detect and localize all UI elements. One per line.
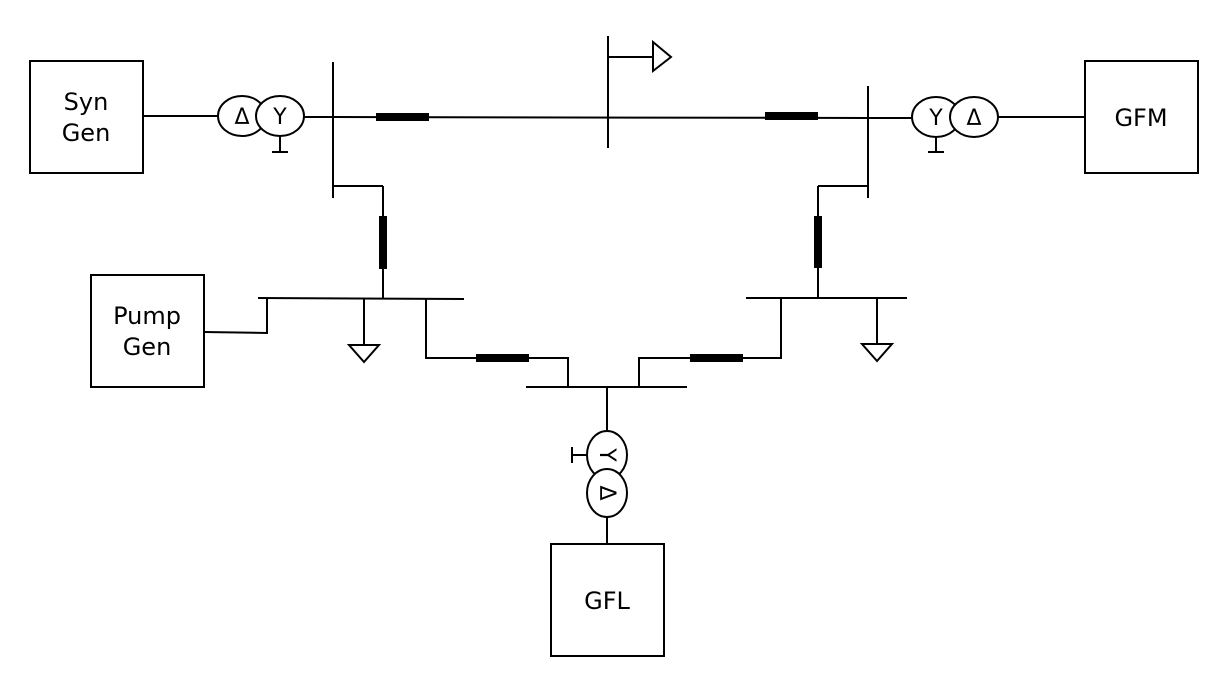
- load-arrow-icon: [346, 344, 382, 364]
- pump-gen-block: Pump Gen: [90, 274, 205, 388]
- pump-gen-label-line1: Pump: [113, 302, 181, 330]
- line-mid-right-to-bottom: [638, 298, 782, 387]
- syn-gen-label-line2: Gen: [62, 119, 111, 147]
- transformer-syn-gen: Δ Y: [217, 95, 305, 153]
- wye-symbol: Y: [928, 106, 943, 131]
- delta-symbol: Δ: [234, 105, 249, 130]
- gfl-label: GFL: [584, 587, 630, 615]
- gfl-block: GFL: [550, 543, 665, 657]
- delta-symbol: Δ: [594, 485, 619, 500]
- wye-symbol: Y: [272, 105, 287, 130]
- wye-symbol: Y: [594, 447, 619, 462]
- bus-mid-left: [257, 297, 465, 300]
- pump-gen-label-line2: Gen: [123, 333, 172, 361]
- transformer-gfl: Y Δ: [571, 430, 628, 518]
- pump-gen-feeder: [203, 298, 268, 335]
- delta-symbol: Δ: [966, 106, 981, 131]
- syn-gen-label-line1: Syn: [64, 88, 109, 116]
- load-arrow-icon: [859, 343, 895, 363]
- transformer-gfm: Y Δ: [911, 96, 999, 153]
- load-arrow-icon: [652, 39, 673, 74]
- syn-gen-block: Syn Gen: [29, 60, 144, 174]
- gfm-block: GFM: [1084, 60, 1199, 174]
- gfm-label: GFM: [1114, 104, 1167, 132]
- line-mid-left-to-bottom: [425, 299, 569, 387]
